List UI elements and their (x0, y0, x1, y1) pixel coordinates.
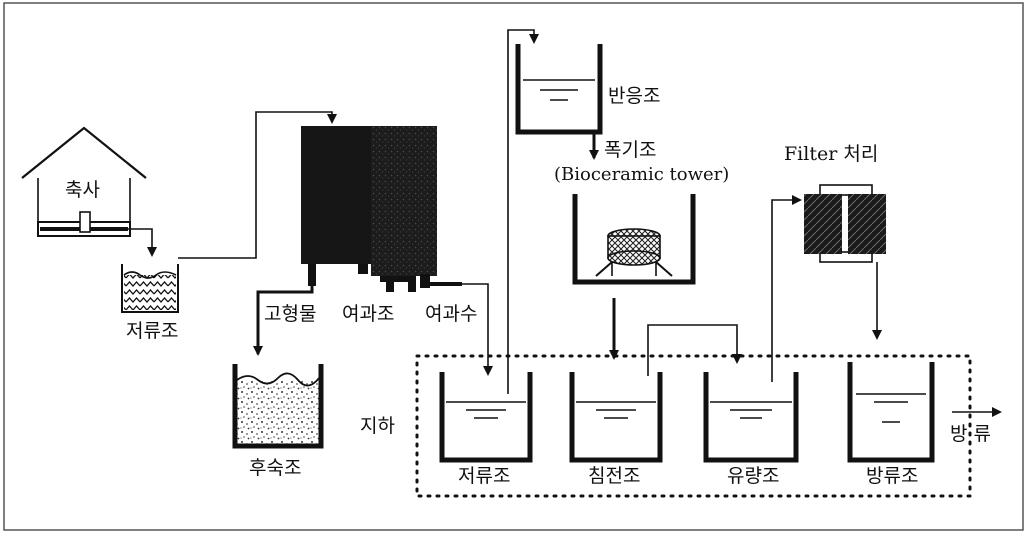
filter-tank-label: 여과조 (342, 303, 394, 325)
filter-treat-label: Filter 처리 (784, 143, 878, 165)
storage-tank-bottom (439, 372, 533, 463)
discharge-tank-label: 방류조 (866, 465, 918, 487)
barn-label: 축사 (65, 179, 100, 201)
storage-to-filter-pipe (178, 111, 337, 259)
storage-bottom-label: 저류조 (458, 465, 510, 487)
flow-tank (703, 372, 799, 463)
discharge-label: 방 류 (950, 423, 991, 445)
solids-label: 고형물 (264, 303, 316, 325)
reaction-label: 반응조 (608, 85, 660, 107)
aeration-tank (572, 194, 696, 285)
solids-pipe (253, 286, 314, 356)
riser-to-reaction-pipe (507, 29, 539, 394)
filtrate-label: 여과수 (425, 303, 477, 325)
barn-to-storage-pipe (128, 228, 157, 257)
flow-to-filter-pipe (771, 195, 802, 382)
storage-top-label: 저류조 (126, 320, 178, 342)
outer-frame (3, 2, 1024, 531)
sediment-label: 침전조 (588, 465, 640, 487)
compost-tank (232, 364, 324, 449)
sediment-tank (569, 372, 663, 463)
compost-label: 후숙조 (249, 457, 301, 479)
flow-label: 유량조 (727, 465, 779, 487)
aeration-label: 폭기조 (604, 139, 656, 161)
aeration-sub-label: (Bioceramic tower) (554, 164, 729, 185)
filter-tank (301, 126, 462, 292)
underground-label: 지하 (360, 415, 395, 437)
discharge-tank (847, 362, 935, 463)
underground-zone (415, 354, 972, 498)
filtrate-pipe (462, 283, 493, 376)
reaction-tank (515, 44, 603, 135)
storage-tank-top (121, 264, 179, 313)
sediment-to-flow-pipe (647, 324, 742, 376)
filter-unit (804, 184, 886, 263)
